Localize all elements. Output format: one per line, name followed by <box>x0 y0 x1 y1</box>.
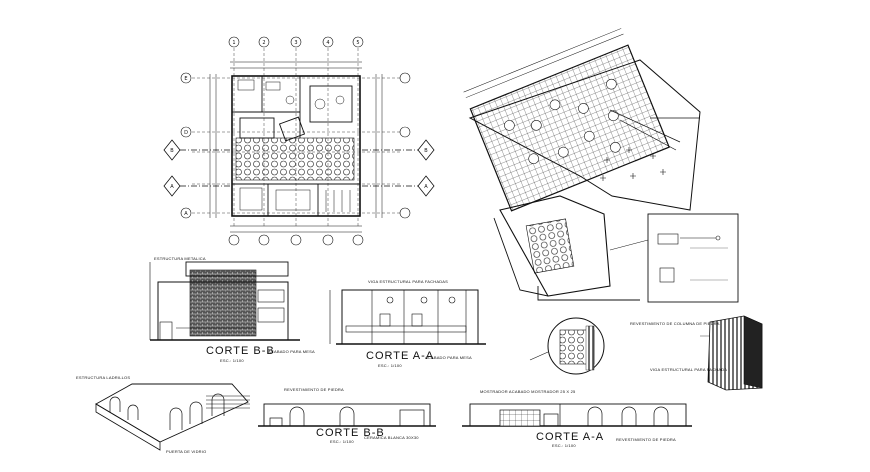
section-aa-bottom <box>462 403 692 427</box>
axis-col-5: 5 <box>356 40 359 46</box>
note-mostrador: MOSTRADOR ACABADO MOSTRADOR 25 X 25 <box>480 389 576 394</box>
note-estructura-top: ESTRUCTURA METALICA <box>154 256 206 261</box>
section-mark-a-left: A <box>170 184 174 190</box>
section-bb-bottom <box>258 403 436 427</box>
axis-col-3: 3 <box>294 40 297 46</box>
note-puerta-vidrio: PUERTA DE VIDRIO <box>166 449 207 454</box>
section-aa-top <box>329 289 486 345</box>
stone-column-3d <box>700 315 763 391</box>
axis-col-1: 1 <box>232 40 235 46</box>
axis-labels: 1 2 3 4 5 E D A B A B A <box>170 40 428 217</box>
scale-bb-top: ESC.: 1/100 <box>220 358 244 363</box>
axis-row-a: A <box>184 211 188 217</box>
axis-col-4: 4 <box>326 40 329 46</box>
section-bb-top <box>149 261 300 341</box>
detail-circle <box>529 317 605 375</box>
note-revestimiento-piedra-2: REVESTIMIENTO DE PIEDRA <box>616 437 676 442</box>
note-ceramica: CERAMICA BLANCA 30X30 <box>364 435 419 440</box>
section-mark-b-right: B <box>424 148 428 154</box>
note-revestimiento-piedra: REVESTIMIENTO DE PIEDRA <box>284 387 344 392</box>
site-plan-right <box>463 28 701 301</box>
section-mark-a-right: A <box>424 184 428 190</box>
note-estructura-perspectiva: ESTRUCTURA LADRILLOS <box>76 375 131 380</box>
note-revestimiento-columna: REVESTIMIENTO DE COLUMNA DE PIEDRA <box>630 321 720 326</box>
section-title-aa-bottom: CORTE A-A <box>536 431 605 443</box>
scale-bb-bottom: ESC.: 1/100 <box>330 439 354 444</box>
detail-box <box>647 213 739 303</box>
floor-plan-left <box>163 36 435 246</box>
axis-col-2: 2 <box>262 40 265 46</box>
perspective-view <box>95 383 250 451</box>
scale-aa-bottom: ESC.: 1/100 <box>552 443 576 448</box>
axis-row-e: E <box>184 76 187 82</box>
section-title-bb-bottom: CORTE B-B <box>316 427 385 439</box>
note-viga-columna: VIGA ESTRUCTURAL PARA FACHADA <box>650 367 728 372</box>
note-acabados-aa: ACABADO PARA MESA <box>425 355 472 360</box>
section-title-aa-top: CORTE A-A <box>366 350 435 362</box>
section-mark-b-left: B <box>170 148 174 154</box>
section-title-bb-top: CORTE B-B <box>206 345 275 357</box>
scale-aa-top: ESC.: 1/100 <box>378 363 402 368</box>
axis-row-d: D <box>184 130 188 136</box>
note-acabados-bb: ACABADO PARA MESA <box>268 349 315 354</box>
note-viga-aa: VIGA ESTRUCTURAL PARA FACHADAS <box>368 279 449 284</box>
